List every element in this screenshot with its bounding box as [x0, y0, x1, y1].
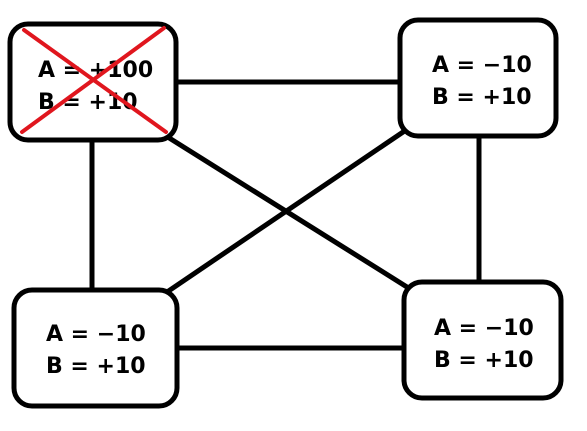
node-line-b: B = +10 [46, 354, 146, 379]
node-line-a: A = −10 [432, 53, 532, 78]
node-line-a: A = −10 [46, 322, 146, 347]
node-line-b: B = +10 [434, 348, 534, 373]
edges [89, 79, 482, 351]
node-bottom-right: A = −10 B = +10 [401, 279, 564, 401]
node-bottom-left: A = −10 B = +10 [11, 287, 180, 409]
node-line-b: B = +10 [38, 90, 138, 115]
node-line-a: A = −10 [434, 316, 534, 341]
node-line-b: B = +10 [432, 85, 532, 110]
cross-out-mark [20, 26, 168, 134]
edge-top-right-bottom-left [163, 126, 410, 296]
node-top-right: A = −10 B = +10 [397, 17, 559, 139]
node-box [397, 17, 559, 139]
node-top-left: A = +100 B = +10 [7, 21, 179, 143]
cross-stroke-2 [20, 26, 166, 134]
node-box [401, 279, 564, 401]
node-box [11, 287, 180, 409]
